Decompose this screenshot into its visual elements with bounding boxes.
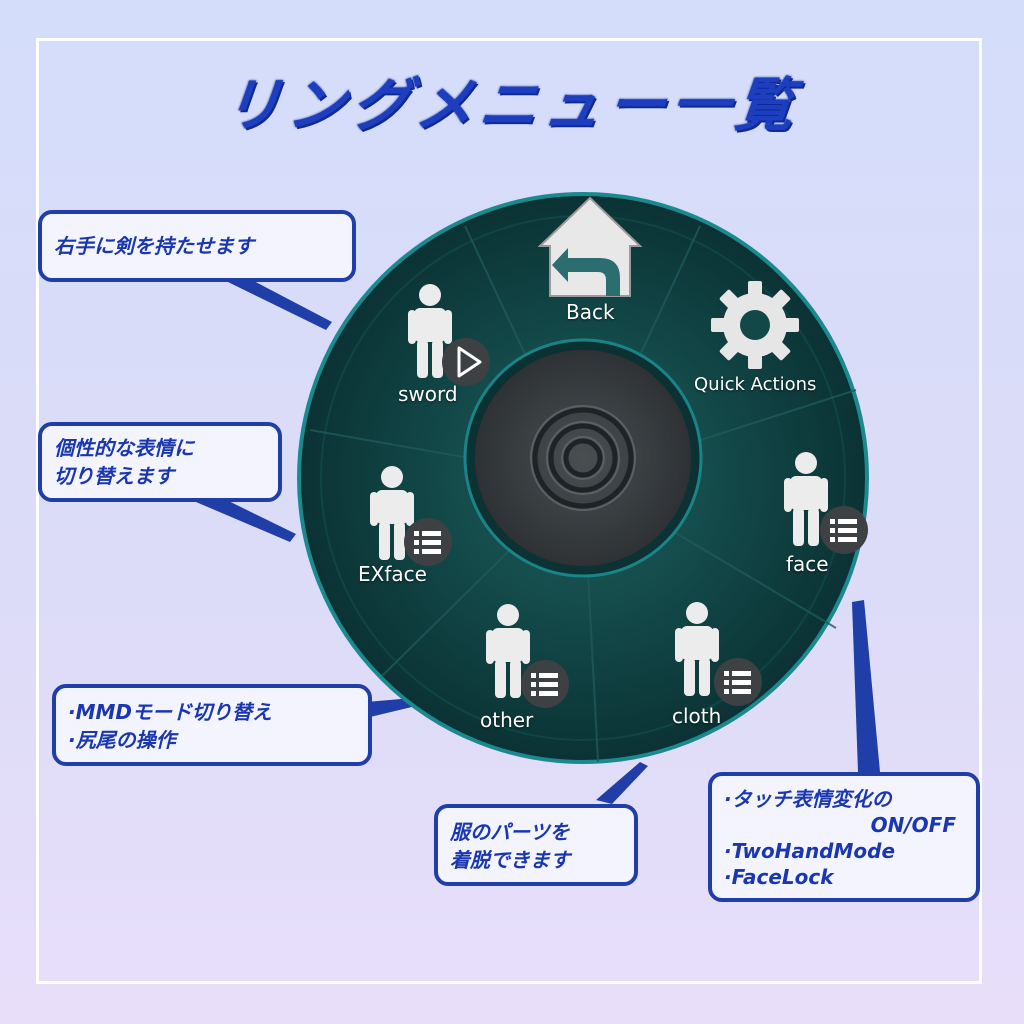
callout-face-line-3: ·TwoHandMode xyxy=(724,839,896,863)
page-frame xyxy=(36,38,982,984)
callout-sword: 右手に剣を持たせます xyxy=(38,210,356,282)
pointer-other xyxy=(366,698,416,718)
pointer-cloth xyxy=(596,762,648,804)
center-button[interactable] xyxy=(475,350,691,566)
person-icon-sword xyxy=(408,284,452,378)
list-icon-cloth xyxy=(714,658,762,706)
center-target-icon xyxy=(532,407,634,509)
callout-other: ·MMDモード切り替え ·尻尾の操作 xyxy=(52,684,372,766)
quick-actions-label: Quick Actions xyxy=(694,374,817,395)
callout-cloth: 服のパーツを 着脱できます xyxy=(434,804,638,886)
play-icon xyxy=(442,338,490,386)
list-icon-face xyxy=(820,506,868,554)
back-label: Back xyxy=(566,300,615,324)
person-icon-face xyxy=(784,452,828,546)
other-label: other xyxy=(480,708,534,732)
person-icon-cloth xyxy=(675,602,719,696)
person-icon-other xyxy=(486,604,530,698)
list-icon-other xyxy=(521,660,569,708)
callout-face-line-4: ·FaceLock xyxy=(724,865,834,889)
callout-face-line-2: ON/OFF xyxy=(870,813,956,837)
person-icon-exface xyxy=(370,466,414,560)
home-back-icon xyxy=(537,196,643,297)
callout-face: ·タッチ表情変化の ON/OFF ·TwoHandMode ·FaceLock xyxy=(708,772,980,902)
list-icon-exface xyxy=(404,518,452,566)
face-label: face xyxy=(786,552,829,576)
callout-other-line-2: ·尻尾の操作 xyxy=(68,728,176,752)
pointer-face xyxy=(852,600,880,772)
callout-other-line-1: ·MMDモード切り替え xyxy=(68,700,273,724)
callout-sword-line: 右手に剣を持たせます xyxy=(54,234,254,258)
callout-cloth-line-1: 服のパーツを xyxy=(450,820,570,844)
pointer-sword xyxy=(228,278,332,330)
callout-exface: 個性的な表情に 切り替えます xyxy=(38,422,282,502)
pointer-exface xyxy=(196,490,296,542)
callout-exface-line-1: 個性的な表情に xyxy=(54,436,194,460)
gear-icon xyxy=(711,281,799,369)
sword-label: sword xyxy=(398,382,458,406)
exface-label: EXface xyxy=(358,562,427,586)
callout-exface-line-2: 切り替えます xyxy=(54,464,174,488)
cloth-label: cloth xyxy=(672,704,722,728)
callout-face-line-1: ·タッチ表情変化の xyxy=(724,787,892,811)
callout-cloth-line-2: 着脱できます xyxy=(450,848,570,872)
